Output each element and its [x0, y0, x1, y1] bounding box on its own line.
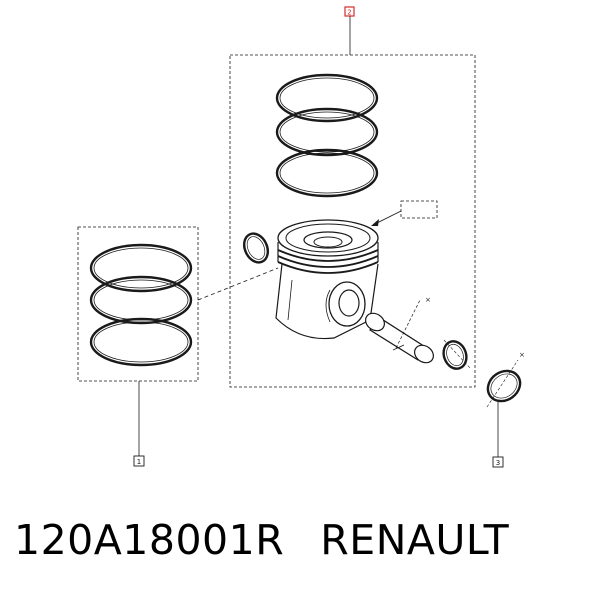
assembly-group-box: [229, 54, 476, 388]
piston-subgroup-box: [400, 200, 438, 219]
pin-axis-mark: ×: [425, 296, 431, 304]
circlip-separate-axis: [486, 359, 519, 408]
callout-rings[interactable]: 1: [133, 455, 145, 467]
assembly-piston-rings: [275, 73, 379, 198]
ring-set-box: [77, 226, 199, 382]
piston-subgroup-arrow: [371, 219, 379, 226]
pin-axis-tick: [392, 344, 405, 351]
ring-set: [89, 243, 193, 367]
callout-circlip-label: 3: [496, 459, 500, 467]
piston-subgroup-leader: [374, 210, 402, 225]
callout-circlip[interactable]: 3: [492, 456, 504, 468]
circlip-separate-axis-mark: ×: [519, 351, 525, 359]
callout-assembly-label: 2: [347, 9, 351, 17]
circlip-right-leader: [443, 339, 471, 369]
circlip-right: [442, 340, 468, 370]
piston-pin: [365, 312, 434, 364]
piston: [275, 219, 379, 340]
pin-axis-dashed: [395, 299, 421, 349]
callout-assembly[interactable]: 2: [344, 6, 355, 17]
circlip-separate: [486, 369, 522, 403]
circlip-left: [242, 232, 270, 264]
exploded-piston-diagram: 2 ×: [77, 6, 525, 468]
ring-set-to-piston-leader: [197, 267, 279, 301]
callout-rings-label: 1: [137, 458, 141, 466]
part-number-caption: 120A18001R RENAULT: [14, 516, 510, 564]
